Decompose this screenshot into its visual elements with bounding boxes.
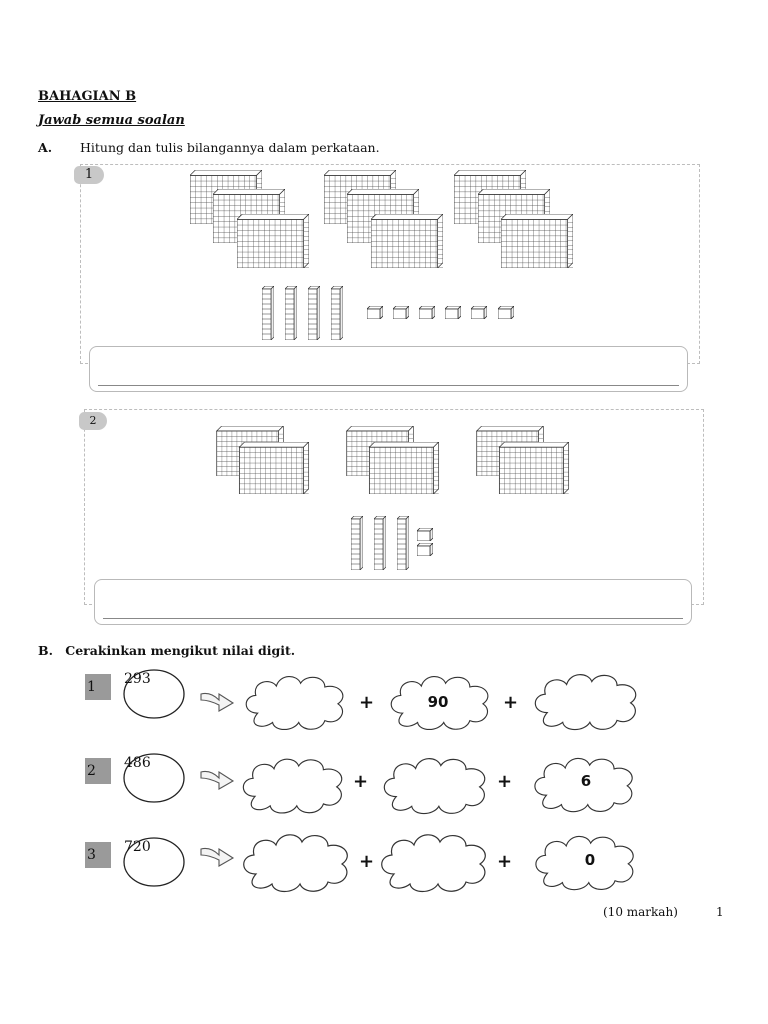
answer-cloud-hundreds[interactable] xyxy=(239,670,351,732)
plus-sign: + xyxy=(353,771,369,792)
number-oval xyxy=(123,837,185,887)
part-b-letter: B. xyxy=(38,643,53,658)
hundred-flat xyxy=(368,442,440,494)
answer-line xyxy=(98,385,679,386)
row-number-2: 2 xyxy=(85,758,111,784)
hundred-flat xyxy=(237,214,309,268)
plus-sign: + xyxy=(503,692,519,713)
arrow-icon xyxy=(200,770,234,790)
plus-sign: + xyxy=(497,851,513,872)
part-b-instruction: Cerakinkan mengikut nilai digit. xyxy=(65,643,296,658)
number-value: 720 xyxy=(124,839,151,855)
plus-sign: + xyxy=(359,692,375,713)
unit-cube xyxy=(498,306,514,319)
arrow-icon xyxy=(200,847,234,867)
number-value: 486 xyxy=(124,755,151,771)
hundred-flat xyxy=(498,442,570,494)
hundred-flat xyxy=(238,442,310,494)
ten-rod xyxy=(351,516,363,570)
part-b-heading: B. Cerakinkan mengikut nilai digit. xyxy=(38,643,295,658)
hundreds-flats-q1 xyxy=(190,170,573,268)
ten-rod xyxy=(262,286,274,340)
ten-rod xyxy=(285,286,297,340)
row-number-1: 1 xyxy=(85,674,111,700)
unit-cube xyxy=(445,306,461,319)
plus-sign: + xyxy=(359,851,375,872)
part-a-heading: A. xyxy=(38,140,52,155)
subtitle: Jawab semua soalan xyxy=(38,113,185,128)
part-a-instruction: Hitung dan tulis bilangannya dalam perka… xyxy=(80,140,380,155)
arrow-icon xyxy=(200,692,234,712)
cloud-value: 0 xyxy=(584,851,596,869)
number-value: 293 xyxy=(124,671,151,687)
ten-rod xyxy=(397,516,409,570)
number-oval xyxy=(123,753,185,803)
answer-cloud-ones[interactable] xyxy=(517,668,655,732)
answer-box-q2[interactable] xyxy=(94,579,692,625)
row-number-3: 3 xyxy=(85,842,111,868)
unit-cube xyxy=(471,306,487,319)
hundred-flat xyxy=(501,214,573,268)
answer-cloud-hundreds[interactable] xyxy=(236,828,356,894)
number-oval xyxy=(123,669,185,719)
question-number-tag: 1 xyxy=(74,166,104,184)
unit-cube xyxy=(367,306,383,319)
answer-cloud-tens[interactable] xyxy=(376,752,494,816)
marks-label: (10 markah) xyxy=(603,905,678,919)
ten-rod xyxy=(374,516,386,570)
unit-cube xyxy=(417,528,433,541)
answer-line xyxy=(103,618,683,619)
hundreds-flats-q2 xyxy=(216,426,570,494)
page-number: 1 xyxy=(716,905,724,919)
cloud-value: 90 xyxy=(427,693,449,711)
unit-cube xyxy=(393,306,409,319)
plus-sign: + xyxy=(497,771,513,792)
section-title: BAHAGIAN B xyxy=(38,89,137,104)
answer-cloud-hundreds[interactable] xyxy=(236,752,350,816)
answer-box-q1[interactable] xyxy=(89,346,688,392)
tens-and-ones-q1 xyxy=(262,286,514,340)
cloud-value: 6 xyxy=(580,772,592,790)
unit-cube xyxy=(419,306,435,319)
ten-rod xyxy=(308,286,320,340)
question-number-tag: 2 xyxy=(79,412,107,430)
part-a-letter: A. xyxy=(38,140,53,155)
hundred-flat xyxy=(371,214,443,268)
tens-and-ones-q2 xyxy=(351,516,433,570)
unit-cube xyxy=(417,543,433,556)
ten-rod xyxy=(331,286,343,340)
answer-cloud-tens[interactable] xyxy=(374,828,494,894)
